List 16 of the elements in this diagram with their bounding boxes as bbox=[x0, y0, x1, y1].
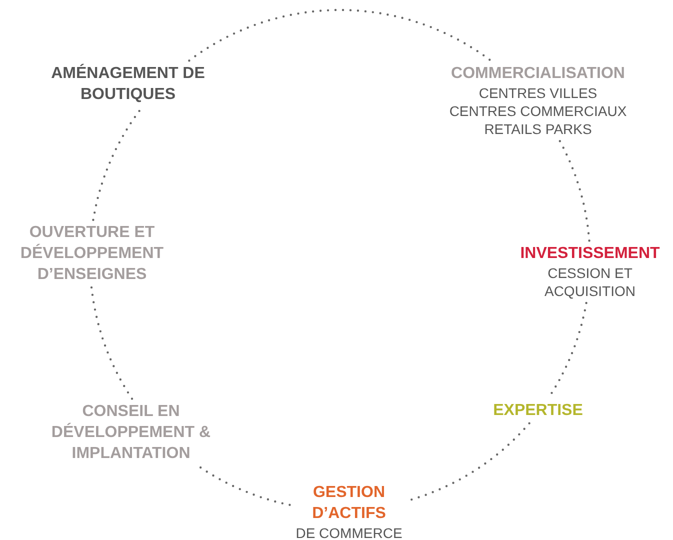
service-detail: CENTRES VILLES bbox=[478, 84, 598, 102]
dotted-connector bbox=[558, 140, 590, 242]
service-heading: COMMERCIALISATION bbox=[451, 64, 625, 84]
service-heading: CONSEIL EN DÉVELOPPEMENT & IMPLANTATION bbox=[50, 402, 212, 464]
service-heading: EXPERTISE bbox=[493, 401, 583, 421]
service-heading: GESTION D’ACTIFS bbox=[311, 483, 387, 524]
service-heading: OUVERTURE ET DÉVELOPPEMENT D’ENSEIGNES bbox=[19, 223, 165, 285]
dotted-connector bbox=[188, 8, 492, 62]
service-detail: CESSION ET ACQUISITION bbox=[543, 264, 636, 300]
dotted-connector bbox=[198, 465, 291, 506]
service-detail: RETAILS PARKS bbox=[484, 120, 592, 138]
service-detail: CENTRES COMMERCIAUX bbox=[449, 102, 627, 120]
service-heading: INVESTISSEMENT bbox=[520, 244, 660, 264]
service-detail: DE COMMERCE bbox=[296, 524, 402, 540]
service-heading: AMÉNAGEMENT DE BOUTIQUES bbox=[50, 63, 206, 105]
dotted-connector bbox=[90, 286, 134, 400]
